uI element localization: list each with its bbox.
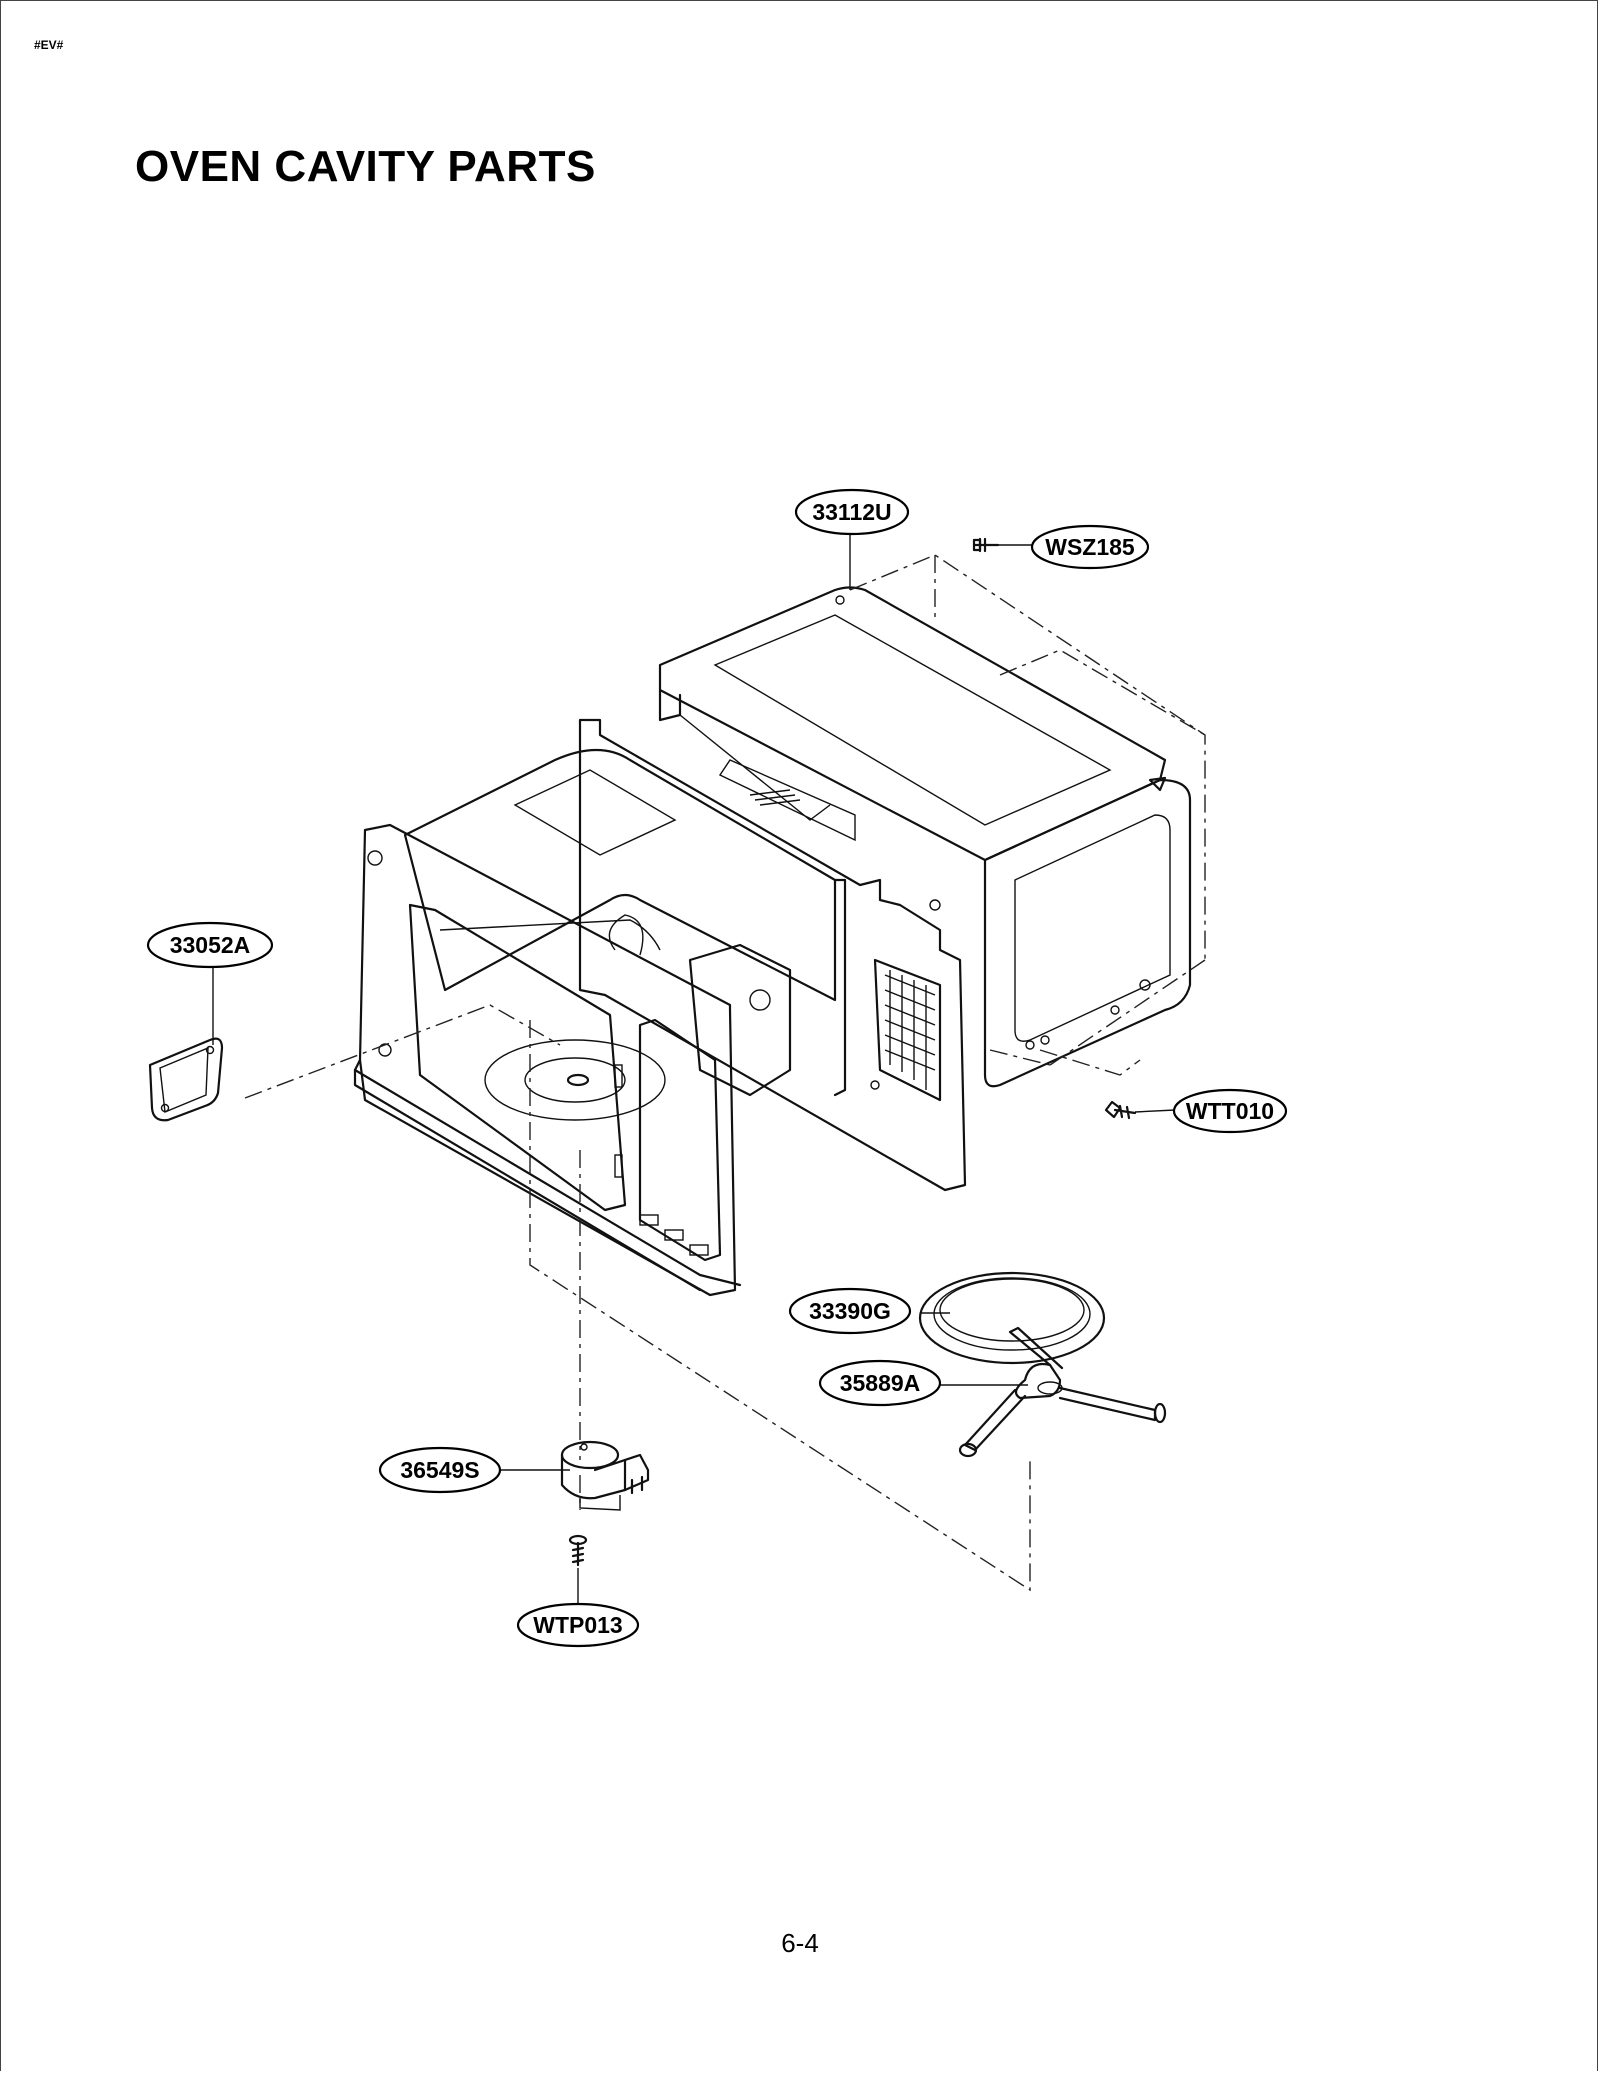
label-35889A: 35889A <box>818 1359 942 1407</box>
outer-cabinet-drawing <box>658 586 1192 1088</box>
label-WTT010: WTT010 <box>1172 1088 1288 1134</box>
label-36549S: 36549S <box>378 1446 502 1494</box>
cover-plate-drawing <box>148 1037 224 1122</box>
label-text-33112U: 33112U <box>812 499 891 525</box>
label-33390G: 33390G <box>788 1287 912 1335</box>
label-WSZ185: WSZ185 <box>1030 524 1150 570</box>
roller-guide-drawing <box>958 1326 1167 1458</box>
label-WTP013: WTP013 <box>516 1602 640 1648</box>
screw-wtt010-drawing <box>1104 1100 1137 1120</box>
label-text-WSZ185: WSZ185 <box>1045 534 1135 560</box>
page-number: 6-4 <box>781 1928 819 1958</box>
label-33112U: 33112U <box>794 488 910 536</box>
header-code: #EV# <box>34 38 64 52</box>
label-text-36549S: 36549S <box>400 1457 479 1483</box>
oven-cavity-drawing <box>353 718 967 1297</box>
label-text-33390G: 33390G <box>809 1298 891 1324</box>
leader-lines <box>212 535 1176 1605</box>
label-text-WTP013: WTP013 <box>533 1612 622 1638</box>
label-text-35889A: 35889A <box>840 1370 921 1396</box>
turntable-motor-drawing <box>560 1440 650 1511</box>
label-text-WTT010: WTT010 <box>1186 1098 1274 1124</box>
page-title: OVEN CAVITY PARTS <box>135 142 596 191</box>
screw-wsz185-drawing <box>972 537 1000 553</box>
label-33052A: 33052A <box>146 921 274 969</box>
label-text-33052A: 33052A <box>170 932 251 958</box>
screw-wtp013-drawing <box>568 1534 588 1567</box>
turntable-tray-drawing <box>918 1271 1106 1365</box>
